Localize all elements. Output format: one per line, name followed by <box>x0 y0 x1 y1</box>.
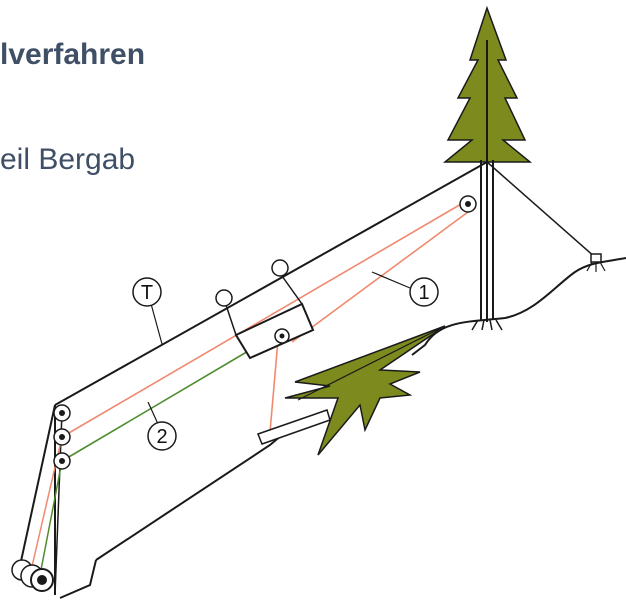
label-skyline: T <box>132 277 163 345</box>
slide-subtitle: eil Bergab <box>0 143 136 176</box>
skyline-cable <box>54 161 488 406</box>
anchor-stump-icon <box>590 253 602 263</box>
felled-tree-icon <box>284 325 446 456</box>
log <box>257 409 331 445</box>
slide-title: lverfahren <box>0 38 146 71</box>
mainline-return <box>291 211 469 343</box>
terrain-line <box>411 257 626 356</box>
guy-line <box>486 161 606 272</box>
ground-bottom <box>59 559 97 599</box>
carriage-sheave-icon <box>215 289 233 307</box>
mainline-cable-upper <box>61 199 469 438</box>
label-mainline: 1 <box>371 271 439 307</box>
winch-drum-icon <box>11 559 54 592</box>
skyline-label: T <box>141 282 153 304</box>
carriage <box>215 259 315 360</box>
tower-sheave-icon <box>53 404 71 470</box>
spar-tree-icon <box>442 5 533 331</box>
mainline-label: 1 <box>418 282 429 304</box>
label-haulback: 2 <box>147 401 177 451</box>
mainline-drop <box>269 339 279 433</box>
haulback-cable <box>61 349 251 462</box>
haulback-label: 2 <box>156 426 167 448</box>
tail-block-icon <box>459 195 477 213</box>
carriage-sheave-icon <box>271 259 289 277</box>
